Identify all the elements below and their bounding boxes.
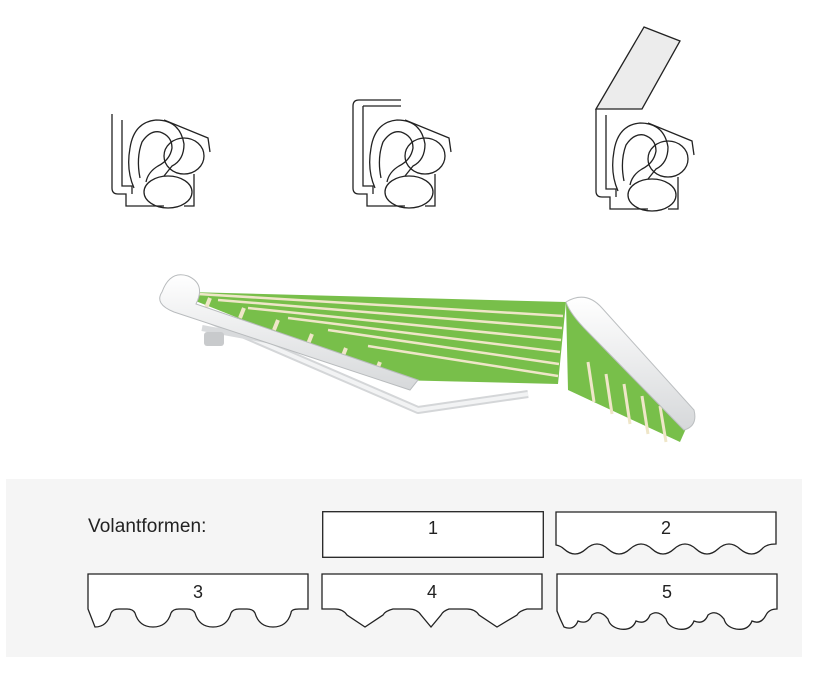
valance-shape-1: 1 (322, 511, 544, 558)
valance-shape-4: 4 (321, 573, 543, 629)
valance-shape-number: 2 (660, 518, 671, 538)
awning-illustration (159, 274, 696, 443)
front-profile-bar (159, 274, 419, 391)
awning-profile-3-drawing (594, 26, 695, 212)
valance-shapes-panel (6, 479, 802, 657)
valance-shapes-label: Volantformen: (88, 516, 207, 537)
valance-shape-number: 4 (426, 582, 437, 602)
valance-shape-number: 5 (661, 582, 672, 602)
awning-profile-1-drawing (111, 114, 211, 209)
valance-shape-number: 1 (427, 518, 438, 538)
awning-profile-2-drawing (352, 99, 452, 209)
valance-shape-3: 3 (87, 573, 309, 629)
awning-cassette (565, 296, 696, 431)
valance-shape-2: 2 (555, 511, 777, 561)
valance-shape-number: 3 (192, 582, 203, 602)
valance-shape-5: 5 (556, 573, 778, 633)
